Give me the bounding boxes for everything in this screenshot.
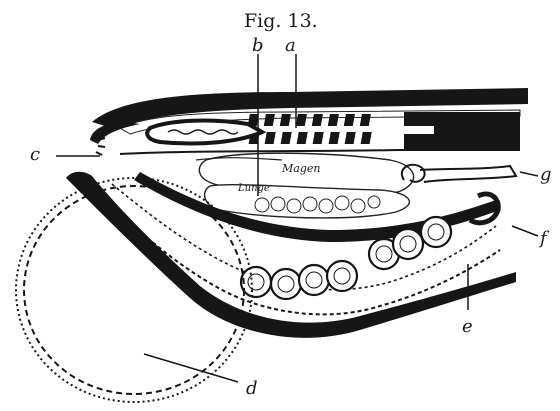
muscle-block-notch bbox=[404, 126, 434, 134]
leader-g bbox=[520, 172, 538, 176]
label-g: g bbox=[540, 164, 552, 185]
label-e: e bbox=[462, 316, 473, 337]
intestine-tube bbox=[420, 166, 516, 182]
figure-title: Fig. 13. bbox=[244, 10, 318, 32]
label-f: f bbox=[538, 228, 550, 249]
leader-d bbox=[144, 354, 238, 382]
label-a: a bbox=[285, 35, 296, 56]
label-d: d bbox=[246, 378, 258, 399]
leader-f bbox=[512, 226, 538, 236]
lung-label: Lunge bbox=[237, 183, 270, 194]
label-c: c bbox=[30, 144, 40, 165]
label-b: b bbox=[252, 35, 264, 56]
gill-segments-lower bbox=[249, 132, 372, 144]
stomach-label: Magen bbox=[281, 162, 320, 175]
lung-mass bbox=[205, 185, 410, 218]
